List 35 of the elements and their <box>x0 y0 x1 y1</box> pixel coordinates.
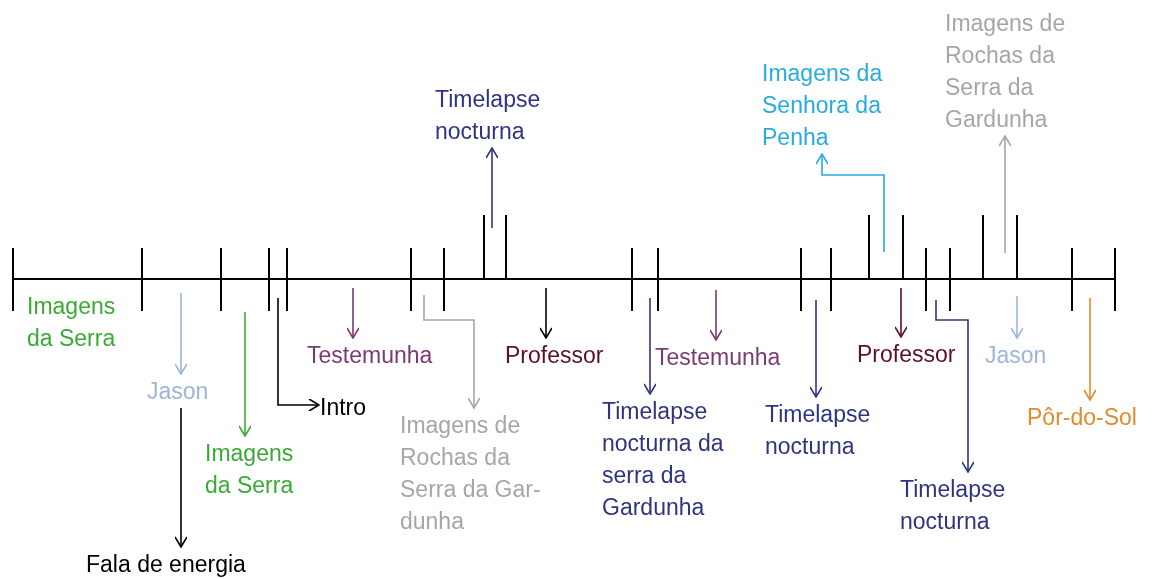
arrow <box>485 147 499 229</box>
arrow <box>423 294 481 409</box>
timeline-label: Jason <box>985 339 1047 371</box>
arrow <box>174 407 188 548</box>
arrow <box>238 311 252 437</box>
timeline-label: Timelapse nocturna da serra da Gardunha <box>602 395 752 523</box>
arrow <box>1010 295 1024 339</box>
arrow <box>935 299 975 473</box>
timeline-label: Testemunha <box>655 341 781 373</box>
timeline-label: Imagens de Rochas da Serra da Gar-dunha <box>400 409 570 537</box>
timeline-label: Testemunha <box>307 339 433 371</box>
timeline-label: Imagens da Serra <box>27 292 117 353</box>
arrow <box>894 287 908 338</box>
timeline-label: Jason <box>147 375 209 407</box>
arrow <box>346 287 360 339</box>
timeline-label: Timelapse nocturna <box>900 473 1050 537</box>
arrow <box>998 135 1012 254</box>
arrow <box>809 299 823 398</box>
timeline-label: Imagens da Senhora da Penha <box>762 57 922 153</box>
arrow <box>709 289 723 341</box>
timeline-label: Intro <box>320 391 367 423</box>
timeline-label: Timelapse nocturna <box>765 398 915 462</box>
timeline-label: Timelapse nocturna <box>435 83 585 147</box>
timeline-label: Imagens da Serra <box>205 437 325 501</box>
timeline-label: Professor <box>857 338 956 370</box>
arrow <box>539 287 553 339</box>
arrow <box>174 292 188 375</box>
arrow <box>277 297 320 412</box>
arrow <box>643 297 657 395</box>
arrow <box>1083 297 1097 401</box>
timeline-label: Imagens de Rochas da Serra da Gardunha <box>945 7 1067 135</box>
timeline-label: Pôr-do-Sol <box>1027 401 1137 433</box>
timeline-label: Professor <box>505 339 604 371</box>
timeline-label: Fala de energia <box>86 548 246 579</box>
arrow <box>815 153 885 253</box>
